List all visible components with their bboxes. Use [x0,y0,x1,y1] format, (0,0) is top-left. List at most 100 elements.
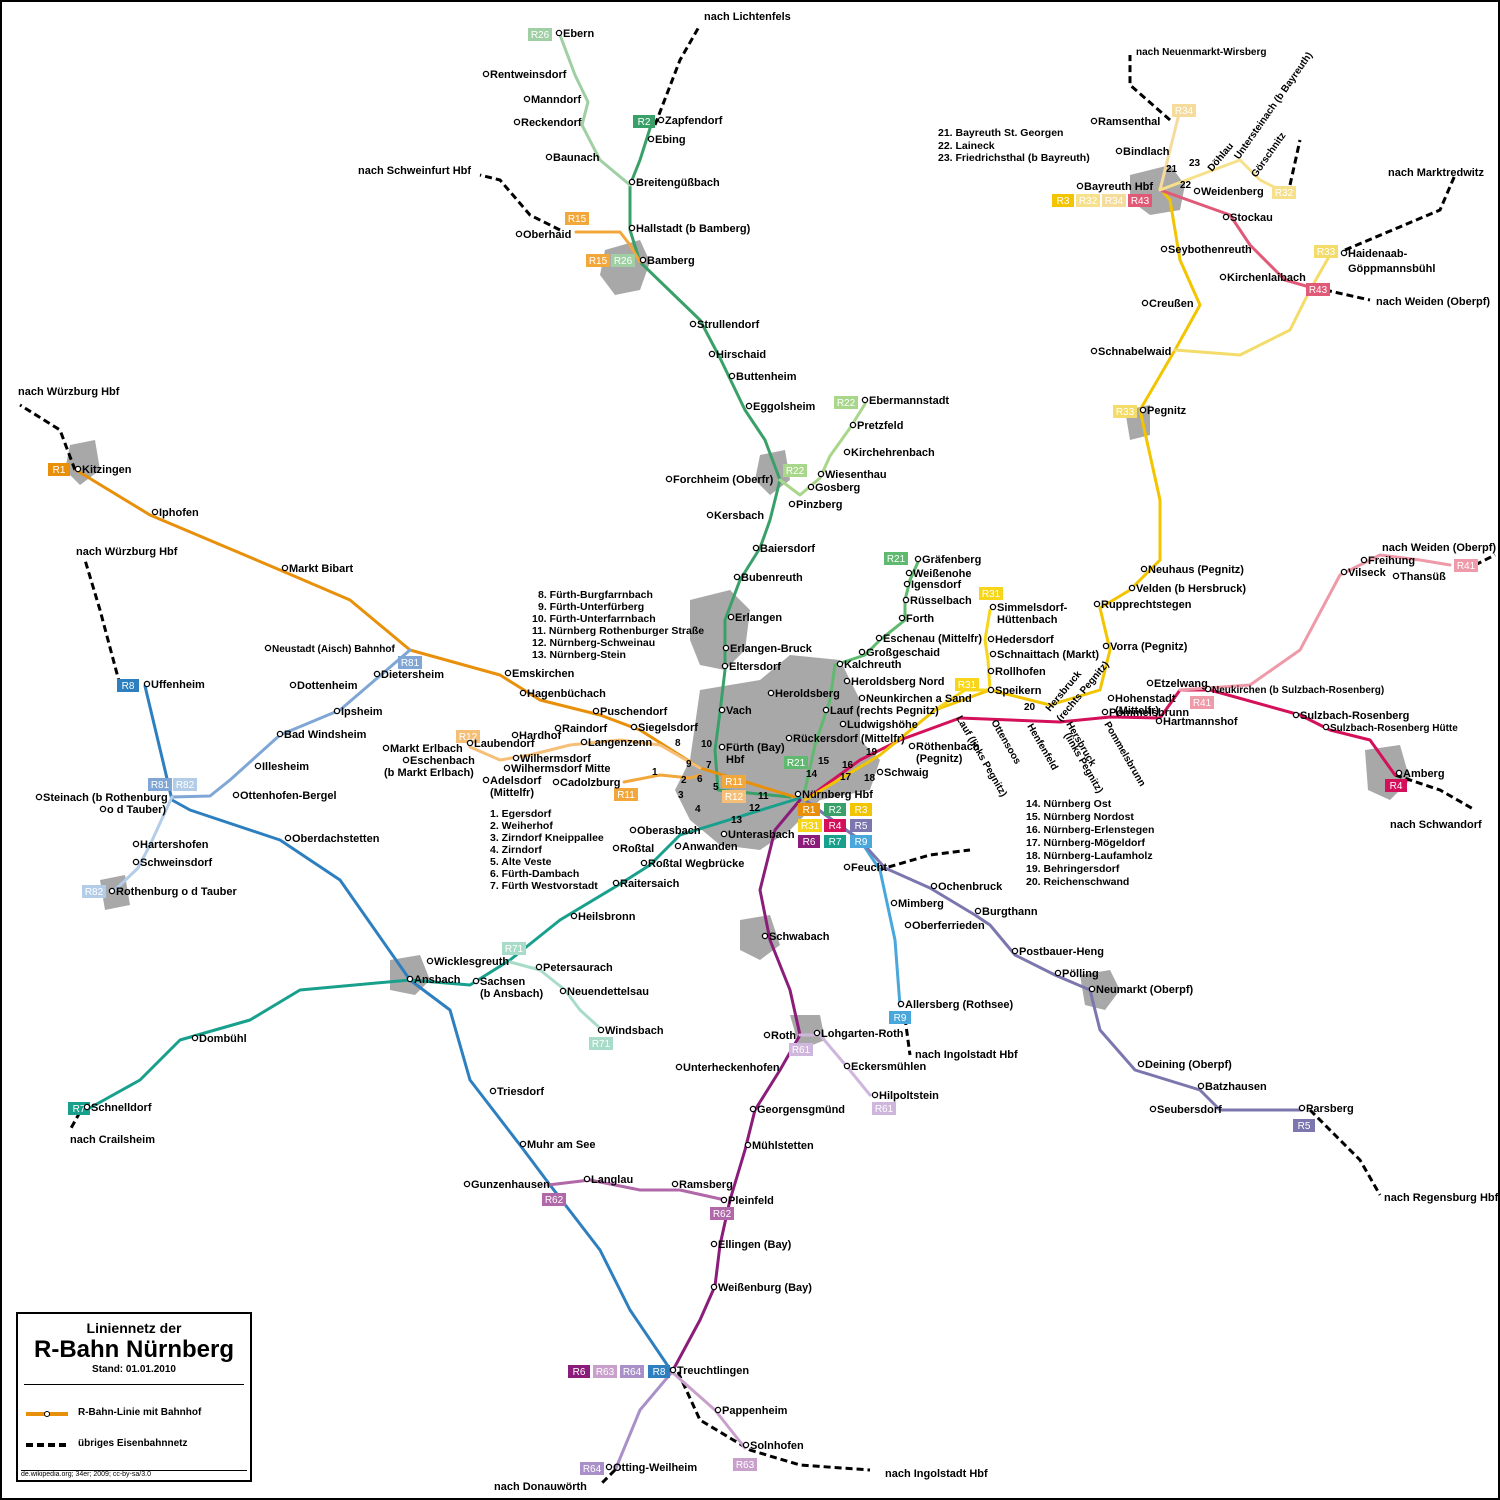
line-badge: R31 [798,819,822,832]
station-dot [1107,694,1115,702]
station-dot [583,1175,591,1183]
line-badge-label: R63 [736,1460,755,1471]
line-badge-label: R21 [887,554,906,565]
station-label: 21. Bayreuth St. Georgen [938,127,1063,139]
line-badge: R21 [784,756,808,769]
station-dot [1140,565,1148,573]
line-badge: R21 [884,552,908,565]
station-number: 11 [758,791,769,802]
station-dot [289,681,297,689]
line-badge-label: R82 [85,887,104,898]
line-badge-label: R62 [713,1209,732,1220]
line-badge-box [1172,104,1196,117]
line-badge-box [789,1043,813,1056]
line-badge-box [580,1462,604,1475]
station-label: Schnelldorf [91,1102,152,1114]
line-badge-label: R2 [638,117,651,128]
line-badge-box [1076,194,1100,207]
line-R32 [1158,158,1282,192]
station-dot [733,573,741,581]
station-dot [1149,1105,1157,1113]
line-badge-box [722,790,746,803]
station-label: nach Regensburg Hbf [1384,1192,1499,1204]
station-label: Iphofen [159,507,199,519]
station-label: Ramsberg [679,1179,733,1191]
line-badge: R71 [589,1037,613,1050]
station-label: Lohgarten-Roth [821,1028,904,1040]
station-label: nach Neuenmarkt-Wirsberg [1136,47,1267,58]
line-badge-box [589,1037,613,1050]
station-dot [1392,572,1400,580]
station-label: Laubendorf [474,738,535,750]
station-label: Sulzbach-Rosenberg Hütte [1330,723,1458,734]
line-badge: R32 [1272,186,1296,199]
station-dot [83,1103,91,1111]
line-badge-label: R33 [1116,407,1135,418]
line-badge-label: R64 [583,1464,602,1475]
station-label: 8. Fürth-Burgfarrnbach [538,589,653,601]
station-label: nach Würzburg Hbf [76,546,178,558]
line-badge-label: R7 [73,1104,86,1115]
station-label: Sachsen [480,976,526,988]
station-label: Creußen [1149,298,1194,310]
line-badge: R63 [733,1458,757,1471]
line-badge: R31 [955,678,979,691]
station-dot [472,977,480,985]
line-badge-box [1128,194,1152,207]
station-number: 5 [713,782,719,793]
station-dot [987,635,995,643]
station-label: 3. Zirndorf Kneippallee [490,832,604,844]
station-label: Steinach (b Rothenburg [43,792,168,804]
station-label: Gunzenhausen [471,1179,550,1191]
station-dot [1204,685,1212,693]
station-number: 6 [697,774,703,785]
station-label: Eschenbach [410,755,475,767]
station-number: 21 [1166,164,1178,175]
line-badge-box [528,28,552,41]
station-dot [511,731,519,739]
station-dot [761,932,769,940]
station-dot [914,555,922,563]
station-dot [254,762,262,770]
line-badge-label: R31 [982,589,1001,600]
station-label: Muhr am See [527,1139,595,1151]
station-label: (b Ansbach) [480,988,543,1000]
station-label: Eckersmühlen [851,1061,926,1073]
station-label: Dombühl [199,1033,247,1045]
station-label: Bindlach [1123,146,1170,158]
station-label: Neuendettelsau [567,986,649,998]
station-label: 23. Friedrichsthal (b Bayreuth) [938,152,1090,164]
station-label: Speikern [995,685,1042,697]
line-badge-box [824,819,846,832]
station-label: Ochenbruck [938,881,1003,893]
station-dot [843,448,851,456]
station-dot [555,29,563,37]
line-badge-box [593,1365,617,1378]
line-R31 [933,608,992,712]
line-badge: R12 [456,730,480,743]
station-label: Unterheckenhofen [683,1062,780,1074]
line-badge-label: R43 [1309,285,1328,296]
station-dot [1292,711,1300,719]
station-label: Pappenheim [722,1405,788,1417]
station-dot [482,70,490,78]
station-dot [1160,245,1168,253]
station-dot [710,1283,718,1291]
station-dot [727,613,735,621]
line-badge-box [648,1365,670,1378]
station-label: Bayreuth Hbf [1084,181,1153,193]
station-label: Pommelsbrunn [1109,707,1189,719]
station-dot [720,1196,728,1204]
station-dot [930,882,938,890]
station-label: Oberhaid [523,229,571,241]
line-badge-label: R81 [151,780,170,791]
line-badge-box [824,803,846,816]
station-number: 19 [866,747,878,758]
line-badge: R4 [1385,779,1407,792]
station-label: Neukirchen (b Sulzbach-Rosenberg) [1212,685,1384,696]
station-label: Parsberg [1306,1103,1354,1115]
station-dot [763,1031,771,1039]
station-label: Rupprechtstegen [1101,599,1192,611]
station-label: Göppmannsbühl [1348,263,1435,275]
